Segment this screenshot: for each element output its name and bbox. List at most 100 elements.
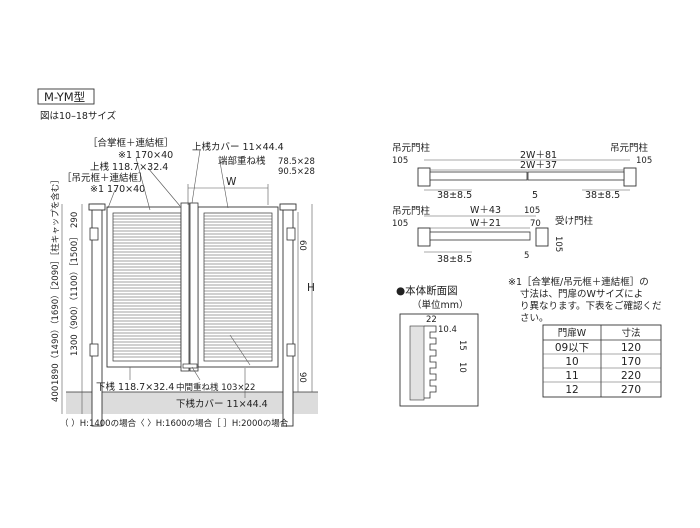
center-frame-left — [180, 202, 190, 372]
plan1-right-leaf — [527, 171, 625, 181]
front-elevation: W H 60 90 400 1890（1490）（1690）［2090］［柱キャ… — [50, 137, 318, 429]
top-cover-label: 上桟カバー 11×44.4 — [192, 141, 284, 153]
plan2-leaf — [429, 231, 531, 241]
hinge-icon — [286, 227, 296, 241]
plan2-dim-top: W＋43 — [470, 205, 501, 216]
middle-rail-label: 中間重ね桟 103×22 — [176, 382, 255, 393]
size-note-block: ※1［合掌框/吊元框＋連結框］の 寸法は、門扉のWサイズによ り異なります。下表… — [508, 276, 662, 324]
height-legend: （ ）H:1400の場合〈 〉H:1600の場合［ ］H:2000の場合 — [60, 418, 289, 429]
note-line: さい。 — [520, 313, 549, 324]
plan1-dim-mid: 2W＋37 — [520, 160, 557, 171]
note-line: 寸法は、門扉のWサイズによ — [520, 288, 643, 300]
section-view: ●本体断面図 （単位mm） 22 10.4 15 10 — [396, 284, 479, 407]
leader — [147, 167, 181, 207]
plan2-dim-top-right: 105 — [524, 206, 540, 216]
bottom-rail-label: 下桟 118.7×32.4 — [96, 381, 174, 393]
model-label: M-YM型 — [44, 90, 85, 104]
center-frame-right — [189, 202, 199, 372]
plan2-receiver: 受け門柱 — [555, 215, 594, 227]
plan2-105v: 105 — [553, 236, 563, 252]
hinge-icon — [286, 343, 296, 357]
plan2-receiver-post-shape — [535, 227, 549, 247]
plan-view-double: 吊元門柱 105 吊元門柱 105 2W＋81 2W＋37 38±8.5 5 3… — [392, 142, 652, 201]
plan2-left-gap: 38±8.5 — [437, 254, 472, 265]
plan1-right-gap: 38±8.5 — [585, 190, 620, 201]
section-d104: 10.4 — [438, 325, 457, 335]
end-rail-v1: 78.5×28 — [278, 157, 315, 167]
right-door-infill — [203, 212, 273, 362]
plan1-center: 5 — [532, 190, 538, 201]
top-rail-label: 上桟 118.7×32.4 — [90, 161, 168, 173]
plan2-dim-5: 5 — [524, 251, 529, 261]
plan2-left-post-shape — [417, 227, 431, 247]
dim-290: 290 — [70, 212, 80, 228]
end-rail-v2: 90.5×28 — [278, 167, 315, 177]
plan1-right-post-shape — [623, 167, 637, 187]
table-cell: 11 — [565, 370, 578, 382]
plan2-left-105: 105 — [392, 219, 408, 229]
plan1-right-105: 105 — [636, 156, 652, 166]
dim-1890: 1890（1490）（1690）［2090］［柱キャップを含む］ — [50, 175, 61, 385]
left-door-slats — [113, 215, 181, 358]
dim-1300: 1300（900）（1100）［1500］ — [69, 232, 80, 356]
profile-outline — [424, 325, 437, 399]
plan1-right-post: 吊元門柱 — [610, 142, 649, 154]
plan-view-single: 吊元門柱 105 W＋43 105 W＋21 70 受け門柱 105 38±8.… — [392, 205, 594, 265]
table-cell: 120 — [621, 342, 641, 354]
end-rail-label: 端部重ね桟 — [218, 155, 266, 167]
hinge-icon — [89, 227, 99, 241]
bracket-frame1-sub: ※1 170×40 — [118, 150, 173, 161]
dim-60: 60 — [297, 240, 307, 251]
size-note: 図は10–18サイズ — [40, 110, 117, 122]
section-d10: 10 — [457, 362, 467, 373]
right-door-slats — [204, 215, 272, 358]
table-header: 門扉W — [558, 327, 587, 339]
section-post — [409, 325, 425, 401]
section-d15: 15 — [457, 340, 467, 351]
model-box — [37, 88, 95, 105]
note-line: ※1［合掌框/吊元框＋連結框］の — [508, 276, 649, 288]
table-cell: 220 — [621, 370, 641, 382]
plan1-dim-top: 2W＋81 — [520, 150, 557, 161]
leader — [191, 366, 201, 381]
section-profile — [424, 325, 437, 399]
section-title: ●本体断面図 — [396, 284, 458, 297]
bracket-frame1-label: ［合掌框＋連結框］ — [88, 137, 174, 149]
plan1-left-gap: 38±8.5 — [437, 190, 472, 201]
leader — [191, 149, 201, 204]
plan1-left-leaf — [429, 171, 528, 181]
plan1-left-post: 吊元門柱 — [392, 142, 431, 154]
center-stop — [182, 363, 198, 369]
right-post-cap — [279, 203, 297, 211]
table-cell: 170 — [621, 356, 641, 368]
table-cell: 10 — [565, 356, 578, 368]
dim-400: 400 — [51, 386, 61, 402]
plan1-left-105: 105 — [392, 156, 408, 166]
note-line: り異なります。下表をご確認くだ — [520, 300, 662, 312]
leader — [229, 334, 251, 366]
w-label: W — [226, 176, 237, 188]
table-frame — [542, 324, 662, 398]
plan2-left-post: 吊元門柱 — [392, 205, 431, 217]
table-cell: 09以下 — [555, 342, 589, 354]
plan2-dim-mid: W＋21 — [470, 218, 501, 229]
hinge-icon — [89, 343, 99, 357]
leader — [107, 189, 116, 209]
table-header: 寸法 — [621, 327, 640, 339]
section-d22: 22 — [426, 315, 437, 325]
dim-90: 90 — [297, 372, 307, 383]
left-door-infill — [112, 212, 182, 362]
section-unit: （単位mm） — [412, 299, 469, 311]
bracket-frame2-sub: ※1 170×40 — [90, 184, 145, 195]
size-table: 門扉W 寸法 09以下 120 10 170 11 220 12 270 — [542, 324, 662, 398]
table-cell: 270 — [621, 384, 641, 396]
plan1-left-post-shape — [417, 167, 431, 187]
bracket-frame2-label: ［吊元框＋連結框］ — [62, 172, 148, 184]
table-cell: 12 — [565, 384, 578, 396]
leader — [219, 161, 229, 209]
h-label: H — [307, 282, 315, 294]
plan2-dim-70: 70 — [530, 219, 541, 229]
leader — [135, 157, 151, 211]
